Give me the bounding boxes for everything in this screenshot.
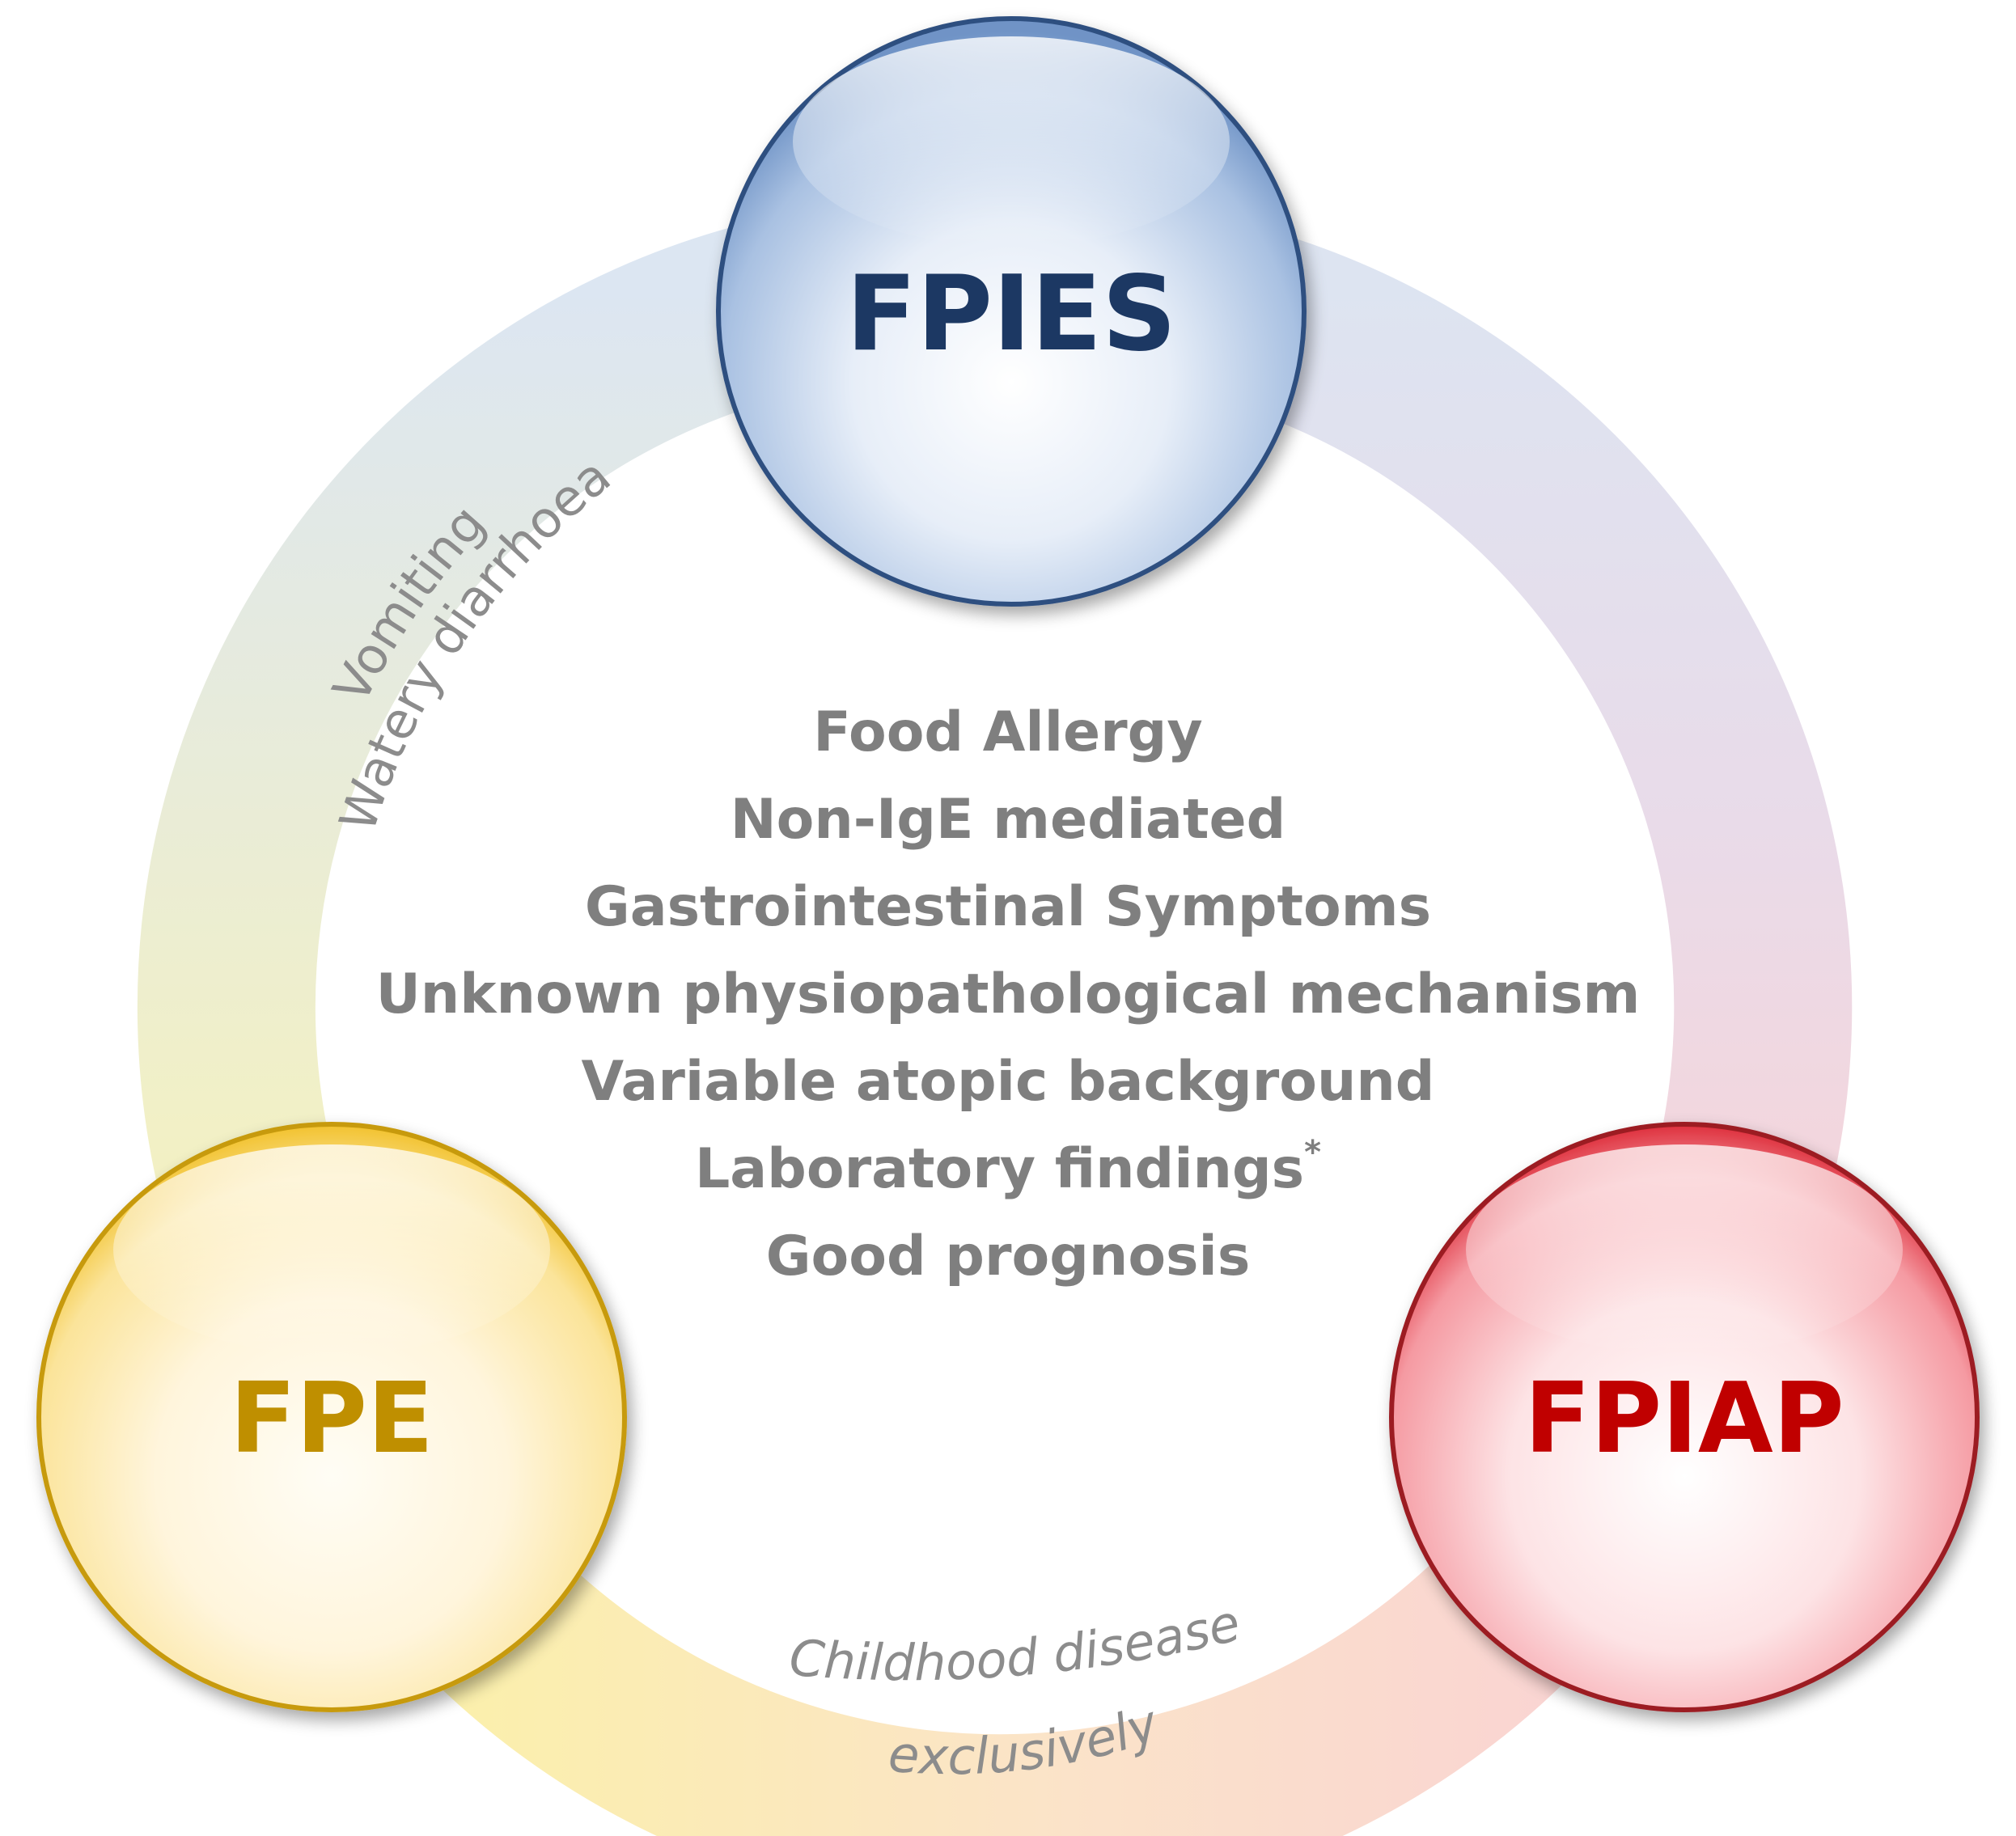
center-line-2: Non-IgE mediated <box>731 788 1286 852</box>
center-line-5: Variable atopic background <box>582 1050 1435 1114</box>
edge-label-fpe-fpiap-line1: Childhood disease <box>787 1593 1245 1693</box>
node-fpies-label: FPIES <box>846 254 1177 374</box>
center-line-6-text: Laboratory findings <box>695 1137 1304 1201</box>
center-text-block: Food Allergy Non-IgE mediated Gastrointe… <box>376 700 1641 1288</box>
center-line-6: Laboratory findings* <box>695 1134 1321 1201</box>
center-line-4: Unknown physiopathological mechanism <box>376 962 1641 1026</box>
center-line-7: Good prognosis <box>766 1225 1251 1288</box>
node-fpiap: FPIAP <box>1389 1122 1980 1712</box>
node-fpe-label: FPE <box>230 1363 434 1475</box>
footnote-mark: * <box>1304 1134 1321 1171</box>
center-line-1: Food Allergy <box>813 700 1202 764</box>
node-fpiap-label: FPIAP <box>1524 1363 1844 1475</box>
node-fpe: FPE <box>36 1122 627 1712</box>
center-line-3: Gastrointestinal Symptoms <box>585 875 1431 939</box>
node-fpies: FPIES <box>716 16 1307 607</box>
